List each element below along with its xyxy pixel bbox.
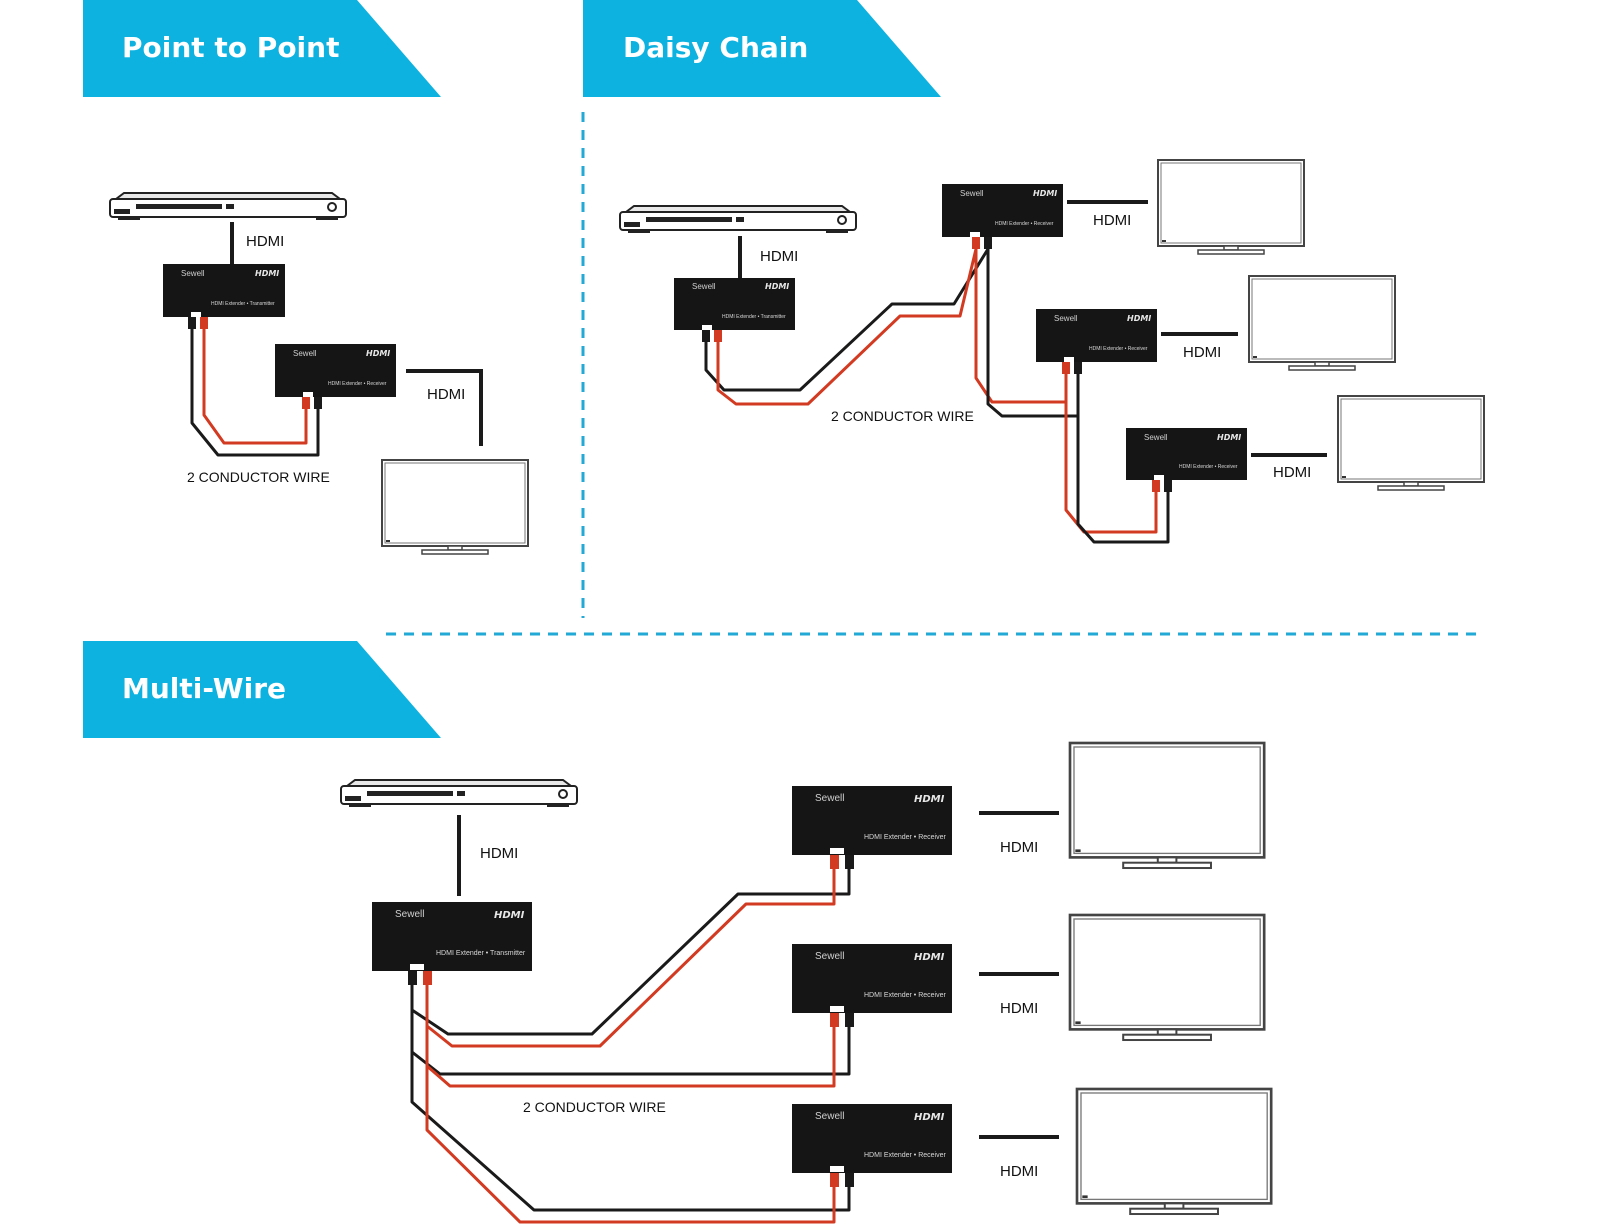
- media-player-icon: [109, 192, 347, 221]
- hdmi-label: HDMI: [1000, 1000, 1038, 1017]
- brand-text: Sewell: [815, 951, 844, 962]
- hdmi-label: HDMI: [760, 248, 798, 265]
- hdmi-logo-text: HDMI: [914, 1112, 945, 1123]
- device-type-text: HDMI Extender • Transmitter: [211, 301, 275, 307]
- hdmi-logo-text: HDMI: [255, 269, 279, 278]
- media-player-icon: [340, 779, 578, 808]
- hdmi-logo-text: HDMI: [914, 794, 945, 805]
- device-type-text: HDMI Extender • Receiver: [1089, 346, 1148, 352]
- brand-text: Sewell: [1054, 314, 1078, 323]
- device-type-text: HDMI Extender • Receiver: [328, 381, 387, 387]
- section-title-point-to-point: Point to Point: [122, 31, 339, 64]
- receiver-box: Sewell HDMI HDMI Extender • Receiver: [1036, 309, 1157, 362]
- receiver-box: Sewell HDMI HDMI Extender • Receiver: [792, 944, 952, 1013]
- brand-text: Sewell: [1144, 433, 1168, 442]
- brand-text: Sewell: [815, 1111, 844, 1122]
- banner-multi-wire: Multi-Wire: [83, 641, 441, 738]
- section-title-multi-wire: Multi-Wire: [122, 672, 286, 705]
- brand-text: Sewell: [181, 269, 205, 278]
- transmitter-box: Sewell HDMI HDMI Extender • Transmitter: [372, 902, 532, 971]
- hdmi-label: HDMI: [427, 386, 465, 403]
- tv-icon: [1337, 395, 1485, 491]
- hdmi-label: HDMI: [1273, 464, 1311, 481]
- hdmi-logo-text: HDMI: [366, 349, 390, 358]
- receiver-box: Sewell HDMI HDMI Extender • Receiver: [275, 344, 396, 397]
- hdmi-label: HDMI: [1183, 344, 1221, 361]
- tv-icon: [381, 459, 529, 555]
- device-type-text: HDMI Extender • Receiver: [864, 1152, 946, 1159]
- tv-icon: [1075, 1087, 1273, 1216]
- hdmi-logo-text: HDMI: [1127, 314, 1151, 323]
- transmitter-box: Sewell HDMI HDMI Extender • Transmitter: [163, 264, 285, 317]
- hdmi-label: HDMI: [1093, 212, 1131, 229]
- hdmi-label: HDMI: [1000, 839, 1038, 856]
- brand-text: Sewell: [960, 189, 984, 198]
- device-type-text: HDMI Extender • Receiver: [1179, 464, 1238, 470]
- wire-label: 2 CONDUCTOR WIRE: [831, 408, 974, 424]
- hdmi-logo-text: HDMI: [494, 910, 525, 921]
- tv-icon: [1248, 275, 1396, 371]
- device-type-text: HDMI Extender • Receiver: [864, 992, 946, 999]
- brand-text: Sewell: [692, 282, 716, 291]
- device-type-text: HDMI Extender • Receiver: [864, 834, 946, 841]
- receiver-box: Sewell HDMI HDMI Extender • Receiver: [792, 1104, 952, 1173]
- tv-icon: [1157, 159, 1305, 255]
- hdmi-logo-text: HDMI: [1217, 433, 1241, 442]
- device-type-text: HDMI Extender • Receiver: [995, 221, 1054, 227]
- brand-text: Sewell: [293, 349, 317, 358]
- daisy-chain-diagram: HDMI Sewell HDMI HDMI Extender • Transmi…: [619, 159, 1485, 544]
- tv-icon: [1068, 913, 1266, 1042]
- hdmi-label: HDMI: [246, 233, 284, 250]
- hdmi-label: HDMI: [1000, 1163, 1038, 1180]
- wire-label: 2 CONDUCTOR WIRE: [523, 1099, 666, 1115]
- media-player-icon: [619, 205, 857, 234]
- multi-wire-diagram: HDMI Sewell HDMI HDMI Extender • Transmi…: [340, 741, 1273, 1224]
- brand-text: Sewell: [815, 793, 844, 804]
- transmitter-box: Sewell HDMI HDMI Extender • Transmitter: [674, 278, 795, 330]
- banner-point-to-point: Point to Point: [83, 0, 441, 97]
- hdmi-logo-text: HDMI: [765, 282, 789, 291]
- hdmi-label: HDMI: [480, 845, 518, 862]
- section-title-daisy-chain: Daisy Chain: [623, 31, 808, 64]
- banner-daisy-chain: Daisy Chain: [583, 0, 941, 97]
- hdmi-logo-text: HDMI: [914, 952, 945, 963]
- receiver-box: Sewell HDMI HDMI Extender • Receiver: [792, 786, 952, 855]
- point-to-point-diagram: HDMI Sewell HDMI HDMI Extender • Transmi…: [109, 192, 529, 555]
- device-type-text: HDMI Extender • Transmitter: [436, 950, 526, 957]
- tv-icon: [1068, 741, 1266, 870]
- receiver-box: Sewell HDMI HDMI Extender • Receiver: [1126, 428, 1247, 480]
- device-type-text: HDMI Extender • Transmitter: [722, 314, 786, 320]
- receiver-box: Sewell HDMI HDMI Extender • Receiver: [942, 184, 1063, 237]
- brand-text: Sewell: [395, 909, 424, 920]
- hdmi-logo-text: HDMI: [1033, 189, 1057, 198]
- wire-label: 2 CONDUCTOR WIRE: [187, 469, 330, 485]
